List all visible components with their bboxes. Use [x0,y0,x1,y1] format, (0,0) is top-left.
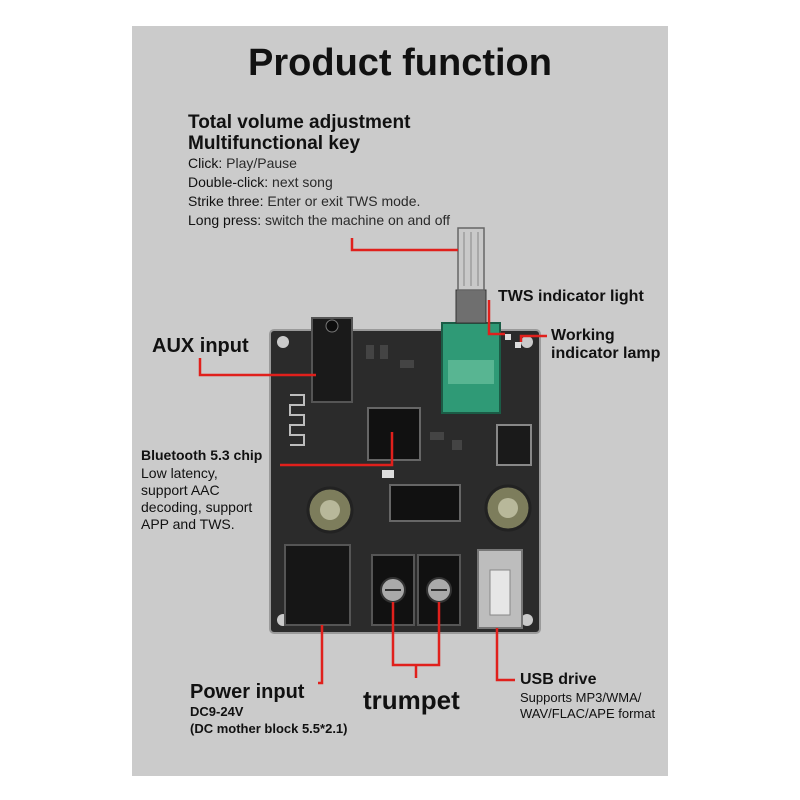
smd-part [380,345,388,359]
working-led [515,342,521,348]
action-key: Strike three: [188,193,264,209]
usb-formats-line2: WAV/FLAC/APE format [520,706,656,721]
bluetooth-line: Low latency, [141,465,218,481]
bluetooth-line: decoding, support [141,499,253,515]
working-lamp-pointer [519,334,547,342]
trumpet-label: trumpet [363,685,460,715]
aux-input-label: AUX input [152,335,249,357]
amplifier-ic [389,484,461,522]
action-desc: switch the machine on and off [261,212,451,228]
action-desc: next song [268,174,333,190]
mount-hole [277,336,289,348]
capacitor-top [498,498,518,518]
tws-indicator-label: TWS indicator light [498,288,644,305]
knob-title-line1: Total volume adjustment [188,112,411,133]
pointer-lines [198,238,547,685]
smd-part [452,440,462,450]
potentiometer-window [448,360,494,384]
action-key: Click: [188,155,223,171]
power-input-heading: Power input [190,681,305,703]
action-desc: Enter or exit TWS mode. [263,193,421,209]
dc-power-jack [284,544,351,626]
working-lamp-label-1: Working [551,327,615,344]
power-pointer [318,625,324,685]
knob-pointer [350,238,458,252]
knob-action-long-press: Long press: switch the machine on and of… [188,212,450,228]
smd-part [400,360,414,368]
bluetooth-line: APP and TWS. [141,516,235,532]
knob-title-line2: Multifunctional key [188,133,361,154]
power-voltage: DC9-24V [190,704,244,719]
bluetooth-line: support AAC [141,482,220,498]
knob-action-double-click: Double-click: next song [188,174,333,190]
bluetooth-heading: Bluetooth 5.3 chip [141,447,263,463]
usb-formats-line1: Supports MP3/WMA/ [520,690,642,705]
knob-action-strike-three: Strike three: Enter or exit TWS mode. [188,193,420,209]
smd-part [366,345,374,359]
smd-part [430,432,444,440]
voltage-regulator [496,424,532,466]
antenna-trace [289,394,305,446]
action-key: Double-click: [188,174,269,190]
action-key: Long press: [188,212,262,228]
mount-hole [521,614,533,626]
mount-hole [521,336,533,348]
bluetooth-chip [367,407,421,461]
tws-pointer [487,300,505,336]
capacitor-top [320,500,340,520]
usb-port-inner [489,569,511,616]
page-title: Product function [248,42,552,84]
smd-part [382,470,394,478]
action-desc: Play/Pause [222,155,297,171]
power-connector: (DC mother block 5.5*2.1) [190,721,348,736]
working-lamp-label-2: indicator lamp [551,345,661,362]
usb-pointer [495,628,515,682]
aux-pointer [198,358,316,377]
aux-jack-port [325,319,339,333]
bluetooth-pointer [280,432,394,467]
usb-drive-heading: USB drive [520,671,597,688]
tws-led [505,334,511,340]
knob-action-click: Click: Play/Pause [188,155,297,171]
knob-thread [455,289,487,324]
